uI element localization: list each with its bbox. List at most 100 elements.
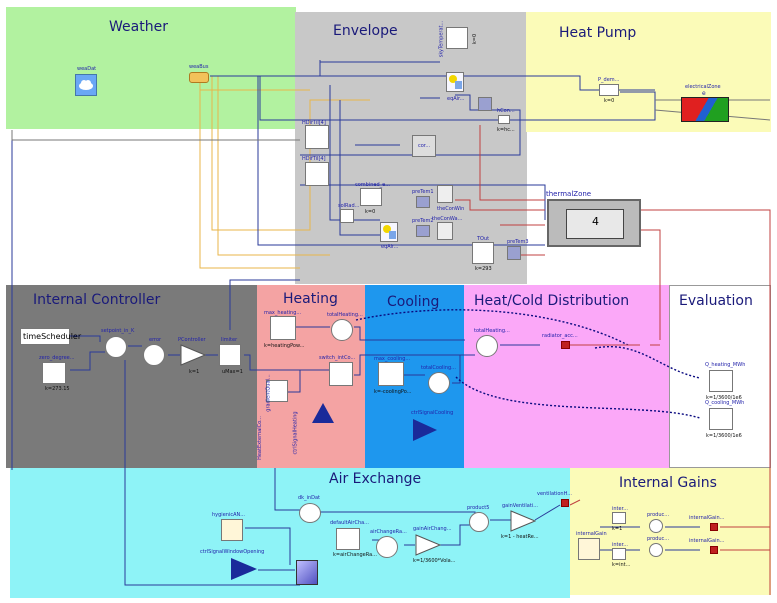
pcontroller-label: PController <box>178 337 206 343</box>
total-heating-2-block[interactable] <box>476 335 498 357</box>
hygienic-block[interactable] <box>221 519 243 541</box>
p-dem-block[interactable] <box>599 84 619 96</box>
pre-temp-label-3: preTem2 <box>412 218 434 224</box>
pre-temp-block-3[interactable] <box>416 225 430 237</box>
total-cooling-block[interactable] <box>428 372 450 394</box>
ctrl-cooling-triangle[interactable] <box>412 418 438 442</box>
distribution-region: Heat/Cold Distribution <box>464 285 670 468</box>
thermal-conv-block-2[interactable] <box>437 222 453 240</box>
window-block[interactable] <box>296 560 318 585</box>
inter-label-2: inter... <box>612 542 628 548</box>
envelope-title: Envelope <box>333 23 398 39</box>
cor-block[interactable] <box>412 135 436 157</box>
total-heating-label: totalHeating... <box>327 312 363 318</box>
gain-ventilation-triangle[interactable] <box>510 510 536 532</box>
eqair-block-2[interactable] <box>380 222 398 242</box>
ctrl-heating-triangle[interactable] <box>311 402 335 424</box>
tout-block[interactable] <box>472 242 494 264</box>
heat-pump-region: Heat Pump <box>526 12 771 132</box>
q-cooling-block[interactable] <box>709 408 733 430</box>
combined-block[interactable] <box>360 188 382 206</box>
hygienic-label: hygienicAN... <box>212 512 246 518</box>
weather-bus-block[interactable] <box>189 72 209 83</box>
max-heating-block[interactable] <box>270 316 296 340</box>
envelope-region: Envelope <box>295 12 527 284</box>
max-cooling-block[interactable] <box>378 362 404 386</box>
product-label: product5 <box>467 505 490 511</box>
hdirtil-block[interactable] <box>305 125 329 149</box>
heatstorage-label: HeatExternalCo... <box>256 416 263 460</box>
q-heating-block[interactable] <box>709 370 733 392</box>
max-heating-value: k=heatingPow... <box>264 343 305 349</box>
ctrl-window-triangle[interactable] <box>230 557 258 581</box>
int-heat-block-2[interactable] <box>710 546 718 554</box>
default-air-block[interactable] <box>336 528 360 550</box>
radiator-block[interactable] <box>561 341 570 349</box>
sky-temp-block[interactable] <box>446 27 468 49</box>
tout-value: k=293 <box>475 266 492 272</box>
eqair-label-2: eqAir... <box>381 244 399 250</box>
time-scheduler-block[interactable]: timeScheduler <box>20 328 81 345</box>
sun-icon <box>449 75 462 89</box>
thermal-zone-inner <box>566 209 624 239</box>
sky-temp-value: k=0 <box>472 33 479 45</box>
heating-title: Heating <box>283 291 338 307</box>
internal-controller-title: Internal Controller <box>33 292 161 308</box>
produc-label-2: produc... <box>647 536 670 542</box>
int-heat-label-2: internalGain... <box>689 538 725 544</box>
p-dem-label: P_dem... <box>598 77 620 83</box>
evaluation-region: Evaluation <box>669 285 771 468</box>
thermal-conv-label: theConWin <box>437 206 465 212</box>
pre-temp-block-2[interactable] <box>416 196 430 208</box>
thermal-conv-block[interactable] <box>437 185 453 203</box>
gain-airchange-triangle[interactable] <box>415 534 441 556</box>
gain-ventilation-label: gainVentilati... <box>502 503 538 509</box>
dk-indat-block[interactable] <box>299 503 321 523</box>
product-block[interactable] <box>469 512 489 532</box>
radiator-label: radiator_acc... <box>542 333 578 339</box>
electrical-zone-e: e <box>702 90 706 97</box>
pre-temp-label-2: preTem1 <box>412 189 434 195</box>
ventilation-block[interactable] <box>561 499 569 507</box>
limiter-block[interactable] <box>219 344 241 366</box>
eqair-block-1[interactable] <box>446 72 464 92</box>
total-heating-block[interactable] <box>331 319 353 341</box>
weather-data-block[interactable] <box>75 74 97 96</box>
thermal-zone-label: thermalZone <box>546 190 592 198</box>
thermal-zone-value: 4 <box>592 215 599 228</box>
setpoint-block[interactable] <box>105 336 127 358</box>
produc-block-2[interactable] <box>649 543 663 557</box>
pcontroller-triangle[interactable] <box>180 344 206 366</box>
inter-block-1[interactable] <box>612 512 626 524</box>
dk-indat-label: dk_inDat <box>298 495 321 501</box>
solrad-block[interactable] <box>340 209 354 223</box>
gradient-block[interactable] <box>266 380 288 402</box>
pre-temp-block-4[interactable] <box>507 246 521 260</box>
combined-label: combined_e... <box>355 182 391 188</box>
pre-temp-block-1[interactable] <box>478 97 492 111</box>
max-cooling-label: max_cooling... <box>374 356 411 362</box>
produc-block-1[interactable] <box>649 519 663 533</box>
int-heat-block-1[interactable] <box>710 523 718 531</box>
thermal-conv-label-2: theConWa... <box>432 216 463 222</box>
hdirtil-label: HDirTil[4] <box>302 120 326 126</box>
pcontroller-value: k=1 <box>189 369 200 375</box>
q-cooling-label: Q_cooling_MWh <box>705 400 745 406</box>
zero-degree-block[interactable] <box>42 362 66 384</box>
hcon-block[interactable] <box>498 115 510 124</box>
inter-block-2[interactable] <box>612 548 626 560</box>
gradient-label: gradientQual... <box>265 374 272 412</box>
electrical-zone-block[interactable] <box>681 97 729 122</box>
q-heating-value: k=1/3600/1e6 <box>706 395 742 401</box>
internal-gain-label: internalGain <box>576 531 607 537</box>
error-block[interactable] <box>143 344 165 366</box>
internal-gains-region: Internal Gains <box>570 468 771 595</box>
switch-block[interactable] <box>329 362 353 386</box>
thermal-zone-block[interactable]: 4 <box>547 199 641 247</box>
weather-region: Weather <box>6 7 296 129</box>
internal-gain-block[interactable] <box>578 538 600 560</box>
max-cooling-value: k=-coolingPo... <box>374 389 412 395</box>
weather-title: Weather <box>109 19 168 35</box>
air-change-rate-block[interactable] <box>376 536 398 558</box>
hdiftil-block[interactable] <box>305 162 329 186</box>
